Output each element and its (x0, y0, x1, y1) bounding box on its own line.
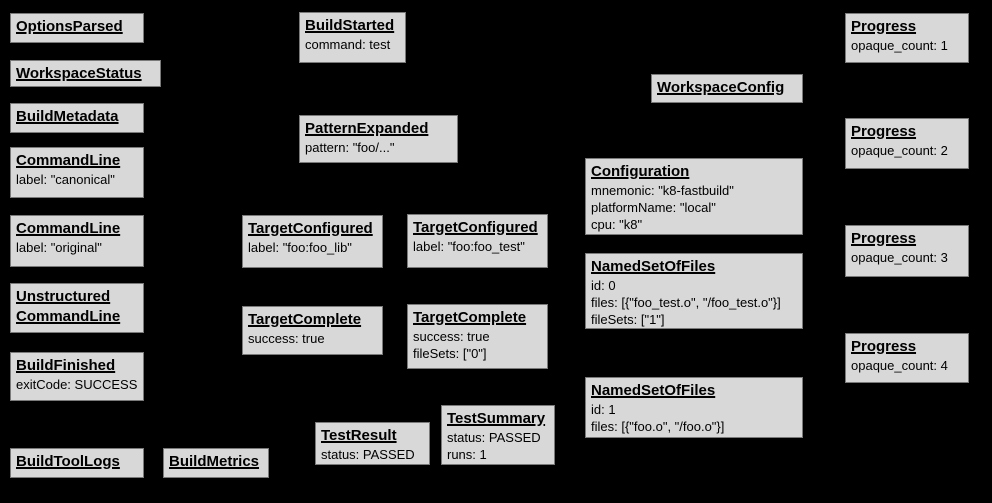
event-field: opaque_count: 4 (851, 358, 948, 373)
event-field: fileSets: ["0"] (413, 346, 487, 361)
event-type-title: TargetConfigured (248, 220, 373, 237)
event-box-named-set-of-files-0: NamedSetOfFiles id: 0 files: [{"foo_test.o… (585, 253, 803, 329)
event-type-title: TargetComplete (248, 311, 362, 328)
event-field: files: [{"foo.o", "/foo.o"}] (591, 419, 725, 434)
event-box-command-line-canonical: CommandLine label: "canonical" (10, 147, 144, 198)
event-field: opaque_count: 3 (851, 250, 948, 265)
event-box-build-metadata: BuildMetadata (10, 103, 144, 133)
event-field: runs: 1 (447, 447, 487, 462)
event-type-title: Progress (851, 123, 917, 140)
event-box-build-metrics: BuildMetrics (163, 448, 269, 478)
event-field: success: true (413, 329, 490, 344)
event-type-title: WorkspaceConfig (657, 79, 785, 96)
event-field: cpu: "k8" (591, 217, 643, 232)
event-field: success: true (248, 331, 325, 346)
event-field: opaque_count: 1 (851, 38, 948, 53)
event-box-pattern-expanded: PatternExpanded pattern: "foo/..." (299, 115, 458, 163)
event-type-title: Progress (851, 338, 917, 355)
event-box-command-line-original: CommandLine label: "original" (10, 215, 144, 267)
event-box-workspace-status: WorkspaceStatus (10, 60, 161, 87)
event-box-progress-1: Progress opaque_count: 1 (845, 13, 969, 63)
event-type-title: BuildMetadata (16, 108, 119, 125)
event-type-title: PatternExpanded (305, 120, 429, 137)
event-type-title: TargetConfigured (413, 219, 538, 236)
event-field: command: test (305, 37, 391, 52)
event-field: platformName: "local" (591, 200, 716, 215)
event-field: status: PASSED (321, 447, 415, 462)
event-box-target-complete-foo-test: TargetComplete success: true fileSets: ["0… (407, 304, 548, 369)
event-field: id: 0 (591, 278, 616, 293)
event-field: pattern: "foo/..." (305, 140, 395, 155)
event-field: mnemonic: "k8-fastbuild" (591, 183, 734, 198)
event-box-progress-3: Progress opaque_count: 3 (845, 225, 969, 277)
event-type-title: BuildMetrics (169, 453, 260, 470)
event-field: status: PASSED (447, 430, 541, 445)
event-box-configuration: Configuration mnemonic: "k8-fastbuild" pla… (585, 158, 803, 235)
event-field: fileSets: ["1"] (591, 312, 665, 327)
event-field: exitCode: SUCCESS (16, 377, 138, 392)
event-type-title: Progress (851, 18, 917, 35)
event-type-title: TargetComplete (413, 309, 527, 326)
event-type-title: BuildToolLogs (16, 453, 120, 470)
event-box-target-configured-foo-test: TargetConfigured label: "foo:foo_test" (407, 214, 548, 268)
event-field: files: [{"foo_test.o", "/foo_test.o"}] (591, 295, 781, 310)
event-type-title: Progress (851, 230, 917, 247)
event-type-title: TestResult (321, 427, 397, 444)
event-box-progress-4: Progress opaque_count: 4 (845, 333, 969, 383)
event-type-title: TestSummary (447, 410, 546, 427)
event-field: id: 1 (591, 402, 616, 417)
event-type-title: WorkspaceStatus (16, 65, 142, 82)
event-box-workspace-config: WorkspaceConfig (651, 74, 803, 103)
event-type-title: NamedSetOfFiles (591, 258, 716, 275)
event-type-title: NamedSetOfFiles (591, 382, 716, 399)
event-box-named-set-of-files-1: NamedSetOfFiles id: 1 files: [{"foo.o", "/… (585, 377, 803, 438)
event-box-test-result: TestResult status: PASSED (315, 422, 430, 465)
event-box-build-tool-logs: BuildToolLogs (10, 448, 144, 478)
event-box-target-configured-foo-lib: TargetConfigured label: "foo:foo_lib" (242, 215, 383, 268)
event-type-title: CommandLine (16, 152, 121, 169)
event-box-build-finished: BuildFinished exitCode: SUCCESS (10, 352, 144, 401)
event-type-title: BuildStarted (305, 17, 395, 34)
event-type-title: BuildFinished (16, 357, 116, 374)
event-box-build-started: BuildStarted command: test (299, 12, 406, 63)
event-field: opaque_count: 2 (851, 143, 948, 158)
event-field: label: "original" (16, 240, 102, 255)
event-box-target-complete-foo-lib: TargetComplete success: true (242, 306, 383, 355)
event-type-title: CommandLine (16, 220, 121, 237)
event-box-progress-2: Progress opaque_count: 2 (845, 118, 969, 169)
event-field: label: "canonical" (16, 172, 115, 187)
event-field: label: "foo:foo_lib" (248, 240, 352, 255)
event-type-title: Configuration (591, 163, 690, 180)
event-box-options-parsed: OptionsParsed (10, 13, 144, 43)
event-box-test-summary: TestSummary status: PASSED runs: 1 (441, 405, 555, 465)
event-field: label: "foo:foo_test" (413, 239, 525, 254)
event-type-title: OptionsParsed (16, 18, 123, 35)
